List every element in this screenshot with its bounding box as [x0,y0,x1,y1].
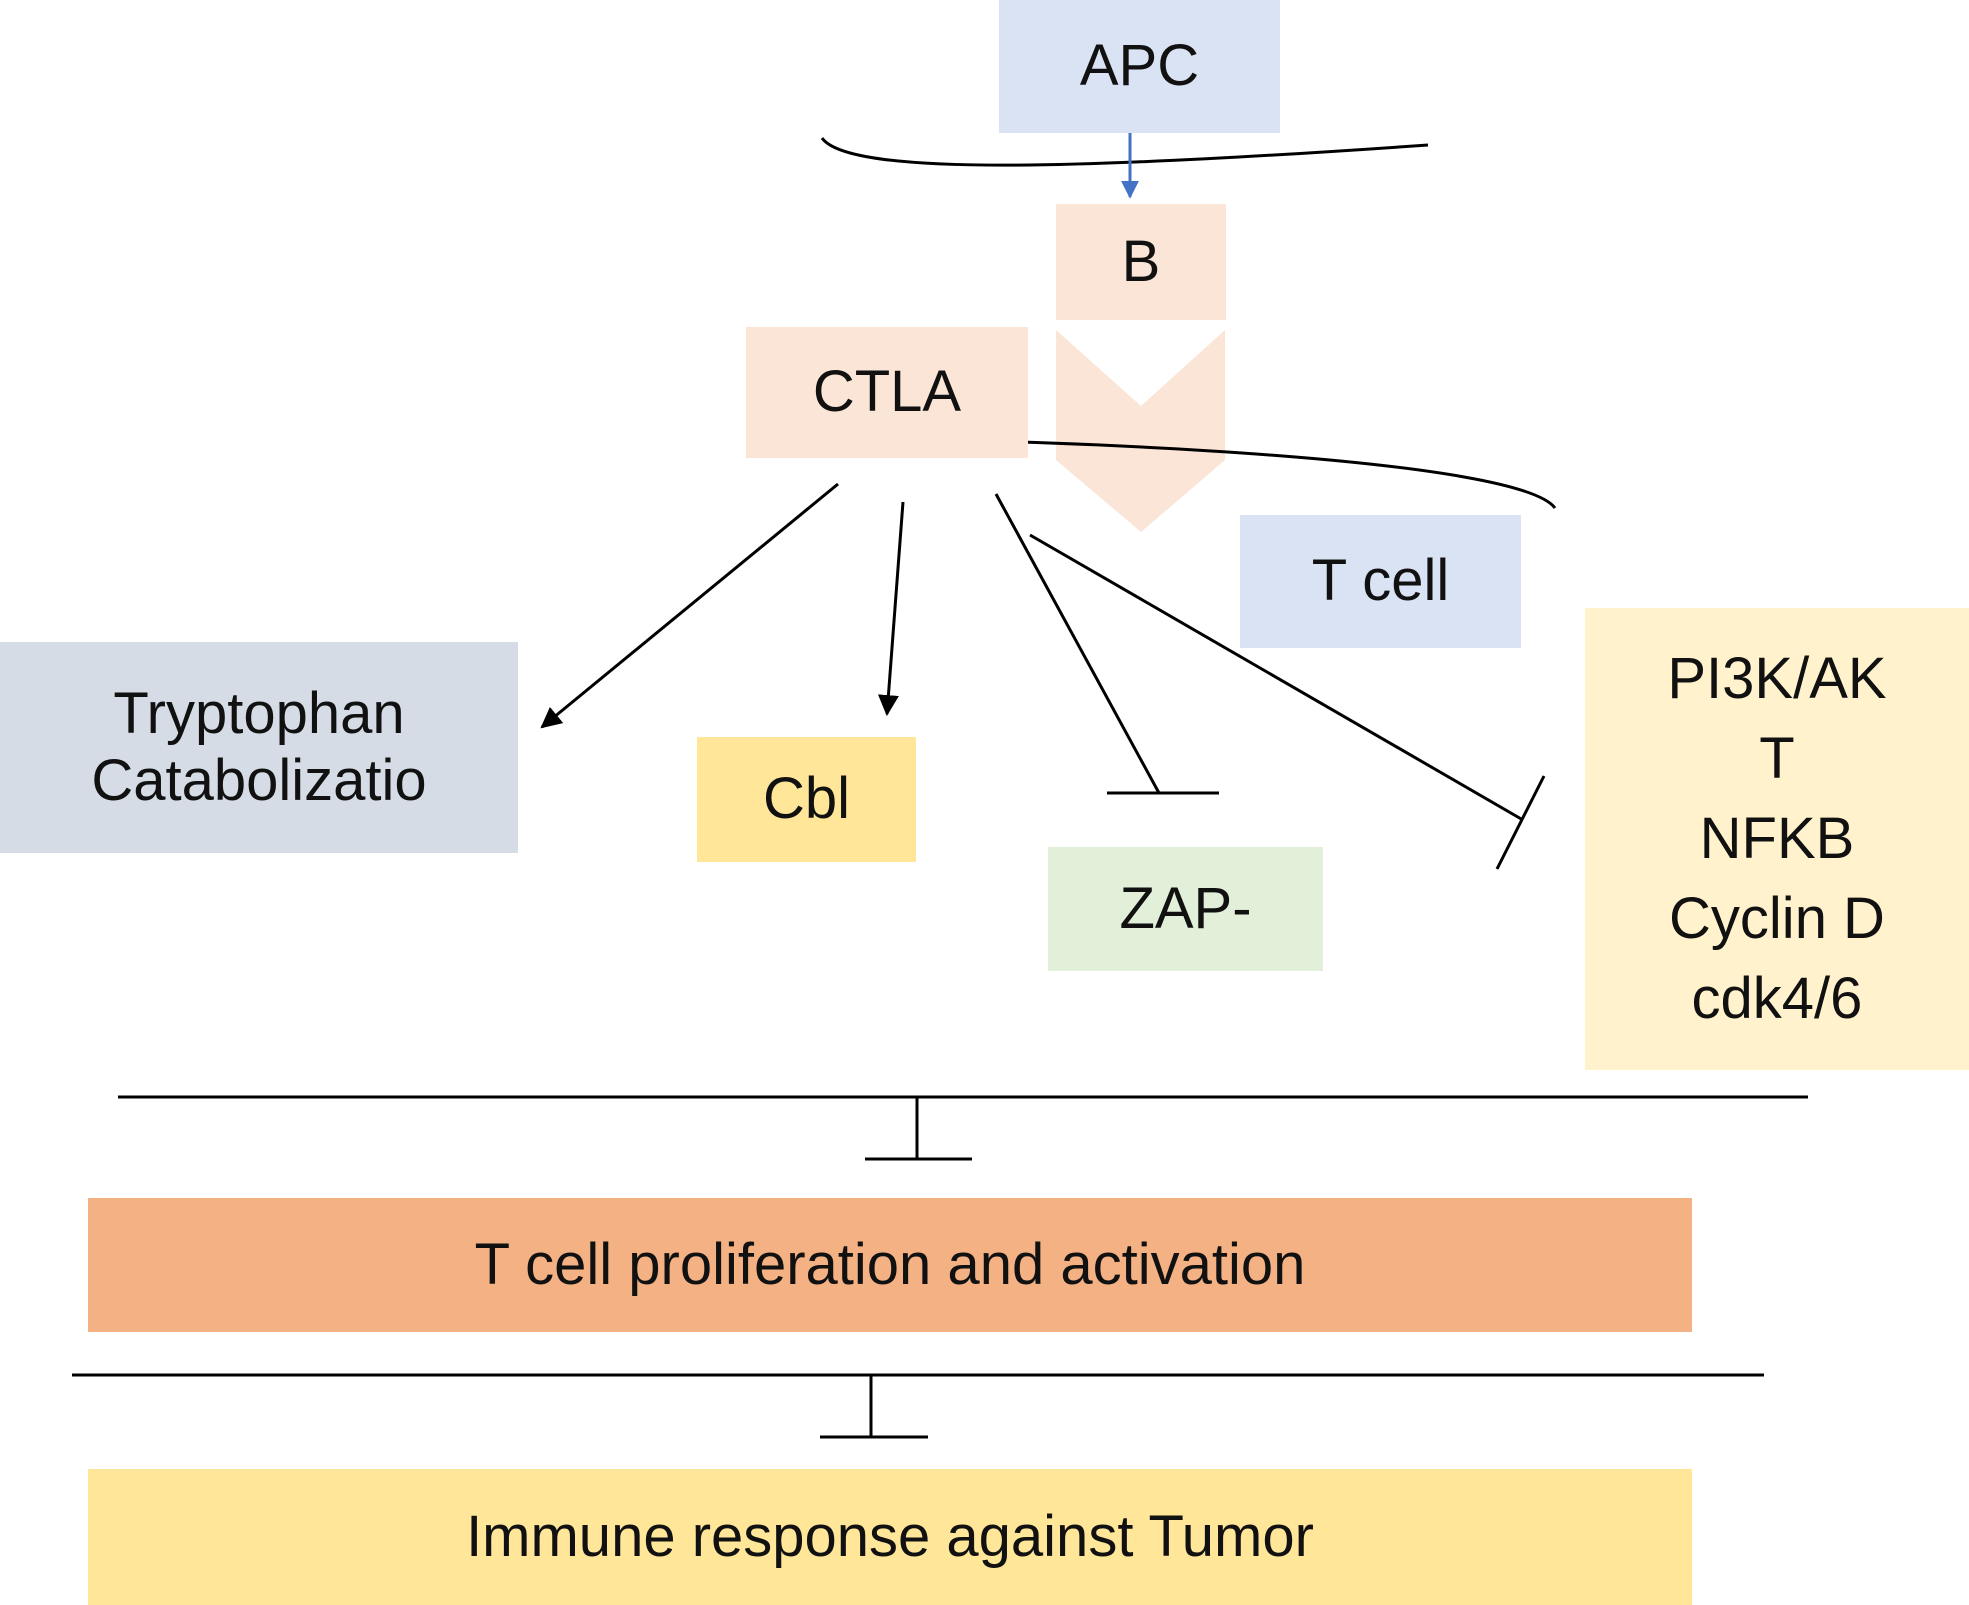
proliferation-label: T cell proliferation and activation [474,1231,1306,1297]
tryptophan-line-1: Tryptophan [113,680,405,746]
proliferation-node: T cell proliferation and activation [88,1198,1692,1332]
ctla-inhibits-zap-line [994,493,1161,794]
cbl-label: Cbl [762,766,851,832]
b-node: B [1056,204,1226,320]
apc-label: APC [1079,33,1200,99]
t-cell-label: T cell [1311,548,1450,614]
immune-response-node: Immune response against Tumor [88,1469,1692,1605]
tryptophan-line-2: Catabolizatio [91,747,427,813]
tryptophan-node: Tryptophan Catabolizatio [0,642,518,853]
ctla-node: CTLA [746,327,1028,458]
pathway-line-2: T [1759,725,1795,791]
t-cell-node: T cell [1240,515,1521,648]
pathway-line-5: cdk4/6 [1691,966,1863,1032]
ctla-inhibits-pathway-bar [1495,775,1546,870]
ctla-inhibits-pathway-line [1029,533,1524,822]
apc-node: APC [999,0,1280,133]
pathway-node: PI3K/AK T NFKB Cyclin D cdk4/6 [1585,608,1969,1070]
immune-response-label: Immune response against Tumor [466,1503,1314,1569]
apc-membrane [820,137,1429,167]
cbl-node: Cbl [697,737,916,862]
zap-label: ZAP- [1119,875,1252,941]
ctla-to-tryptophan-arrow [540,482,839,729]
pathway-line-4: Cyclin D [1669,886,1885,952]
pathway-line-3: NFKB [1699,805,1855,871]
pathway-line-1: PI3K/AK [1667,645,1887,711]
ctla-label: CTLA [812,359,962,425]
b-label: B [1121,228,1161,294]
b-to-tcell-chevron [1056,330,1225,532]
zap-node: ZAP- [1048,847,1323,971]
ctla-to-cbl-arrow [877,501,905,717]
